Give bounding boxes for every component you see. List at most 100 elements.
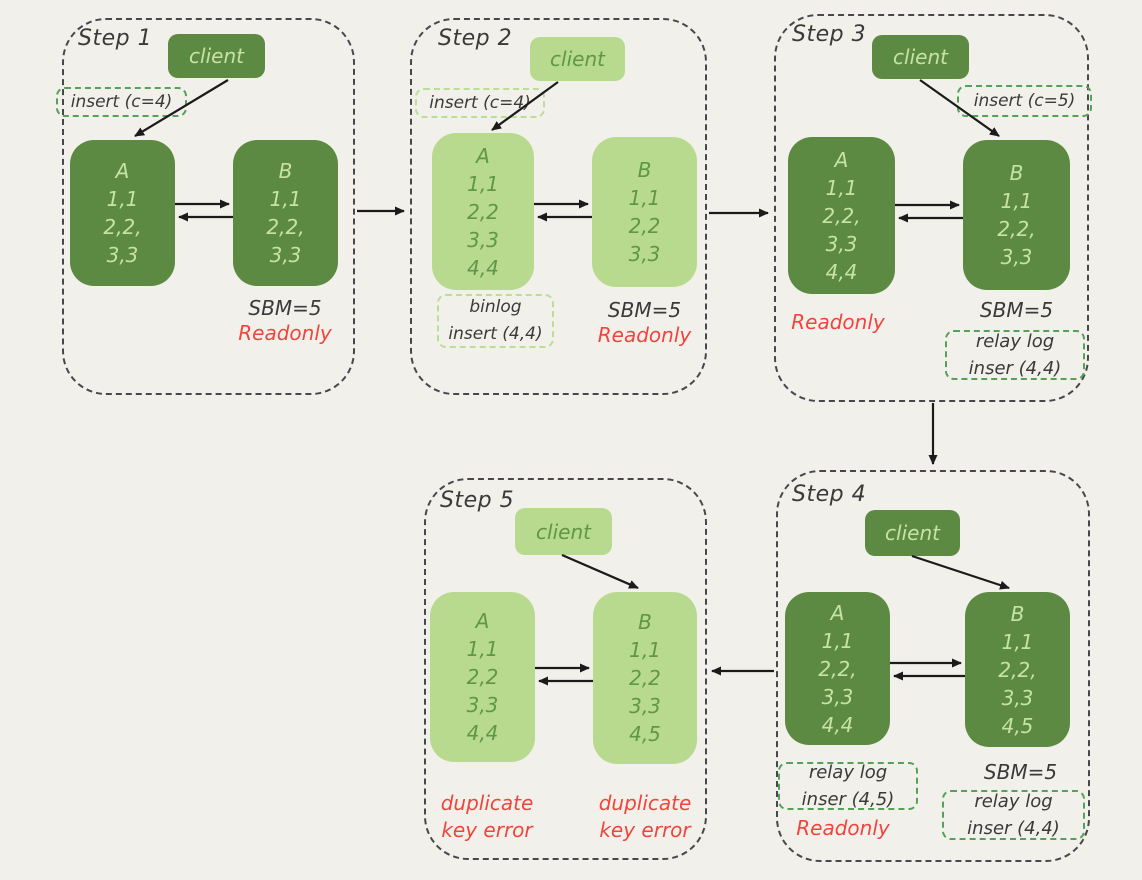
node-row: 2,2 xyxy=(466,665,499,689)
node-row: 4,4 xyxy=(825,259,858,284)
step1-client-node: client xyxy=(168,34,265,78)
node-row: 1,1 xyxy=(1000,189,1033,213)
step4-client-label: client xyxy=(885,521,940,545)
step5-client-label: client xyxy=(536,519,591,544)
node-row: 2,2 xyxy=(628,214,661,238)
step4-relay-note-b: relay log inser (4,4) xyxy=(942,790,1085,840)
node-row: 3,3 xyxy=(1000,245,1033,269)
step1-client-label: client xyxy=(189,44,244,68)
step2-readonly-label: Readonly xyxy=(597,323,692,347)
step4-node-b: B 1,1 2,2, 3,3 4,5 xyxy=(965,592,1070,747)
step4-relay-b-line1: relay log xyxy=(974,791,1053,812)
step2-node-a: A 1,1 2,2 3,3 4,4 xyxy=(432,133,534,290)
step2-node-a-label: A xyxy=(476,143,490,168)
node-row: 2,2 xyxy=(467,199,499,224)
step4-relay-a-line1: relay log xyxy=(808,762,888,783)
step4-group: Step 4 client A 1,1 2,2, 3,3 4,4 B 1,1 2… xyxy=(776,470,1090,862)
node-row: 3,3 xyxy=(467,227,499,252)
step2-sbm-label: SBM=5 xyxy=(607,298,682,322)
node-row: 4,4 xyxy=(821,712,854,737)
step1-readonly-label: Readonly xyxy=(238,321,332,345)
step4-frame xyxy=(776,470,1090,862)
node-row: 1,1 xyxy=(467,171,499,196)
step2-insert-note: insert (c=4) xyxy=(415,88,545,118)
step1-node-b: B 1,1 2,2, 3,3 xyxy=(233,140,338,286)
step2-client-label: client xyxy=(550,47,605,71)
node-row: 3,3 xyxy=(1001,685,1034,710)
step5-client-node: client xyxy=(515,508,612,555)
step5-error-a-line2: key error xyxy=(441,818,533,842)
step5-error-b-line1: duplicate xyxy=(598,791,692,815)
step4-sbm-label: SBM=5 xyxy=(983,760,1058,784)
step3-insert-note-text: insert (c=5) xyxy=(973,91,1076,111)
step5-node-b: B 1,1 2,2 3,3 4,5 xyxy=(593,592,697,764)
step1-insert-note: insert (c=4) xyxy=(56,87,187,117)
step2-binlog-note: binlog insert (4,4) xyxy=(437,294,554,348)
step1-group: Step 1 client insert (c=4) A 1,1 2,2, 3,… xyxy=(56,18,355,395)
node-row: 3,3 xyxy=(269,243,302,267)
step4-client-node: client xyxy=(865,510,960,556)
step5-frame xyxy=(424,478,707,860)
node-row: 1,1 xyxy=(628,186,661,210)
node-row: 4,4 xyxy=(466,721,499,745)
node-row: 4,5 xyxy=(1001,713,1034,738)
step5-error-a-line1: duplicate xyxy=(440,791,534,815)
step2-node-b-label: B xyxy=(637,158,652,182)
step2-binlog-line1: binlog xyxy=(469,297,522,317)
step3-readonly-label: Readonly xyxy=(791,310,885,334)
node-row: 3,3 xyxy=(825,231,858,256)
node-row: 2,2, xyxy=(997,217,1036,241)
node-row: 3,3 xyxy=(628,242,661,266)
node-row: 1,1 xyxy=(1001,629,1034,654)
node-row: 3,3 xyxy=(821,684,854,709)
node-row: 3,3 xyxy=(466,693,499,717)
step4-relay-a-line2: inser (4,5) xyxy=(801,789,895,810)
step3-group: Step 3 client insert (c=5) A 1,1 2,2, 3,… xyxy=(774,14,1092,402)
step3-client-node: client xyxy=(872,35,969,79)
step3-relay-line2: inser (4,4) xyxy=(968,358,1062,379)
step5-node-b-label: B xyxy=(638,610,652,634)
step5-error-b-line2: key error xyxy=(599,818,691,842)
step3-node-b: B 1,1 2,2, 3,3 xyxy=(963,140,1070,290)
node-row: 3,3 xyxy=(629,694,661,718)
step2-frame xyxy=(410,18,707,395)
step2-insert-note-text: insert (c=4) xyxy=(429,93,531,113)
step5-node-a: A 1,1 2,2 3,3 4,4 xyxy=(430,592,535,762)
step2-node-b: B 1,1 2,2 3,3 xyxy=(592,137,697,287)
step3-relay-line1: relay log xyxy=(975,331,1055,352)
step3-client-label: client xyxy=(893,45,948,69)
step2-title: Step 2 xyxy=(438,26,513,51)
step3-sbm-label: SBM=5 xyxy=(979,298,1054,322)
step3-insert-note: insert (c=5) xyxy=(957,85,1092,117)
node-row: 1,1 xyxy=(106,187,139,211)
step4-relay-note-a: relay log inser (4,5) xyxy=(778,762,918,810)
step5-title: Step 5 xyxy=(440,488,515,513)
step1-frame xyxy=(62,18,355,395)
step1-node-a: A 1,1 2,2, 3,3 xyxy=(70,140,175,286)
step5-group: Step 5 client A 1,1 2,2 3,3 4,4 B 1,1 2,… xyxy=(424,478,707,860)
node-row: 2,2, xyxy=(822,203,861,228)
node-row: 2,2, xyxy=(998,657,1037,682)
step4-node-a: A 1,1 2,2, 3,3 4,4 xyxy=(785,592,890,745)
step2-client-node: client xyxy=(530,37,625,81)
step1-title: Step 1 xyxy=(78,26,153,51)
node-row: 1,1 xyxy=(466,637,499,661)
step4-node-a-label: A xyxy=(830,600,845,625)
node-row: 1,1 xyxy=(825,175,858,200)
node-row: 4,4 xyxy=(467,255,499,280)
node-row: 3,3 xyxy=(106,243,139,267)
step2-binlog-line2: insert (4,4) xyxy=(448,324,543,344)
step3-node-b-label: B xyxy=(1009,161,1024,185)
step2-group: Step 2 client insert (c=4) A 1,1 2,2 3,3… xyxy=(410,18,707,395)
node-row: 2,2, xyxy=(103,215,142,239)
step5-error-a-label: duplicate key error xyxy=(432,790,542,844)
step5-error-b-label: duplicate key error xyxy=(590,790,700,844)
step3-node-a: A 1,1 2,2, 3,3 4,4 xyxy=(788,137,895,294)
step3-frame xyxy=(774,14,1089,402)
step3-node-a-label: A xyxy=(834,147,849,172)
node-row: 2,2 xyxy=(629,666,661,690)
step1-insert-note-text: insert (c=4) xyxy=(70,92,173,112)
step4-readonly-label: Readonly xyxy=(796,816,890,840)
step4-title: Step 4 xyxy=(792,482,867,507)
